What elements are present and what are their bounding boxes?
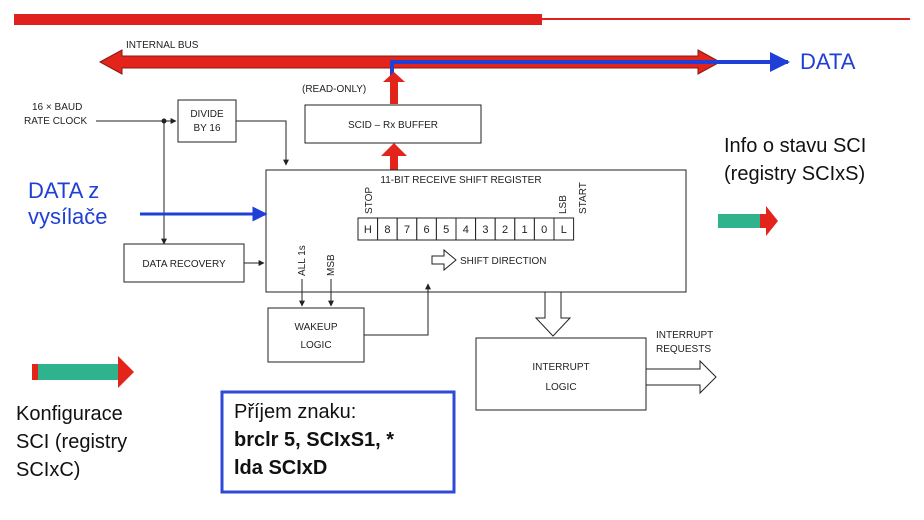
bit-cell-label: 6 (424, 224, 430, 236)
divide-label-line2: BY 16 (193, 123, 220, 134)
status-arrow-tip (760, 214, 766, 228)
config-arrow-shaft (38, 364, 120, 380)
msb-label: MSB (326, 254, 337, 276)
read-only-label: (READ-ONLY) (302, 84, 366, 95)
status-arrow-head (766, 206, 778, 236)
stop-label: STOP (364, 187, 375, 214)
shift-direction-label: SHIFT DIRECTION (460, 256, 546, 267)
bit-cell-label: 7 (404, 224, 410, 236)
register-interrupt-arrow (534, 291, 572, 337)
wakeup-label-line2: LOGIC (300, 340, 331, 351)
bit-cell-label: H (364, 224, 372, 236)
divide-label-line1: DIVIDE (190, 109, 224, 120)
data-in-label-line1: DATA z (28, 178, 99, 203)
wakeup-label-line1: WAKEUP (295, 322, 338, 333)
config-arrow-head (118, 356, 134, 388)
divide-to-register-line (236, 120, 289, 166)
bit-cell-label: 3 (482, 224, 488, 236)
buffer-bus-arrow-shaft (390, 80, 398, 104)
bit-cell-label: 5 (443, 224, 449, 236)
wakeup-logic-box (267, 307, 365, 363)
divide-box (177, 99, 237, 143)
interrupt-requests-label-line2: REQUESTS (656, 344, 711, 355)
start-label: START (578, 182, 589, 214)
config-label-line3: SCIxC) (16, 459, 80, 481)
interrupt-logic-box (475, 337, 647, 411)
data-recovery-box (123, 243, 245, 283)
shift-direction-arrow (431, 248, 457, 272)
shift-register-label: 11-BIT RECEIVE SHIFT REGISTER (380, 175, 541, 186)
all-1s-label: ALL 1s (297, 245, 308, 276)
rx-buffer-label: SCID – Rx BUFFER (348, 120, 438, 131)
receive-code-line2: lda SCIxD (234, 457, 327, 479)
bit-cell-label: L (561, 224, 567, 236)
receive-title: Příjem znaku: (234, 401, 356, 423)
bit-cell (553, 217, 575, 241)
baud-clock-label-line2: RATE CLOCK (24, 116, 87, 127)
internal-bus-label: INTERNAL BUS (126, 40, 199, 51)
bit-cell-label: 2 (502, 224, 508, 236)
interrupt-label-line2: LOGIC (545, 382, 576, 393)
buffer-bus-arrow-head (383, 72, 405, 82)
register-buffer-arrow-shaft (390, 152, 398, 170)
bit-cell-label: 4 (463, 224, 469, 236)
bit-cell-label: 0 (541, 224, 547, 236)
rx-buffer-box (304, 104, 482, 144)
status-info-line1: Info o stavu SCI (724, 135, 866, 157)
status-info-line2: (registry SCIxS) (724, 163, 865, 185)
interrupt-requests-label-line1: INTERRUPT (656, 330, 713, 341)
config-arrow-tail (32, 364, 38, 380)
data-output-label: DATA (800, 49, 856, 74)
interrupt-label-line1: INTERRUPT (532, 362, 589, 373)
interrupt-requests-arrow (645, 359, 717, 395)
status-arrow-shaft (718, 214, 766, 228)
bit-cell-label: 1 (522, 224, 528, 236)
title-accent-line (542, 18, 910, 20)
receive-code-box (220, 390, 456, 494)
title-accent-bar (14, 14, 542, 25)
wakeup-feedback-line (364, 283, 431, 336)
config-label-line1: Konfigurace (16, 403, 123, 425)
receive-code-line1: brclr 5, SCIxS1, * (234, 429, 394, 451)
baud-clock-label-line1: 16 × BAUD (32, 102, 82, 113)
bit-cell-label: 8 (384, 224, 390, 236)
config-label-line2: SCI (registry (16, 431, 127, 453)
register-buffer-arrow-head (381, 143, 407, 156)
data-recovery-label: DATA RECOVERY (142, 259, 226, 270)
lsb-label: LSB (558, 195, 569, 214)
data-in-label-line2: vysílače (28, 204, 107, 229)
